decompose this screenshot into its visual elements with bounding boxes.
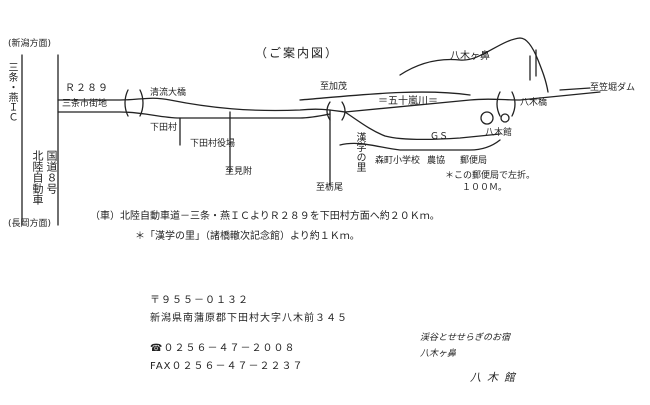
igarashi-river-label: ＝五十嵐川＝	[378, 96, 438, 107]
igarashi-river	[299, 91, 471, 101]
left-turn-note-2: １００Ｍ。	[462, 183, 508, 193]
kangaku-label: 漢学の里	[354, 132, 365, 172]
postal-code: 〒９５５－０１３２	[150, 295, 249, 306]
to-tochio-label: 至栃尾	[316, 183, 344, 193]
expressway-label: 北陸自動車	[31, 150, 44, 205]
address-line: 新潟県南蒲原郡下田村大字八木前３４５	[150, 313, 348, 324]
r289-road	[57, 91, 601, 113]
shimotamura-label: 下田村	[150, 123, 178, 133]
yagikan-map-label: 八木館	[485, 128, 513, 138]
morimachi-school-label: 森町小学校	[375, 156, 421, 166]
sanjo-city-label: 三条市街地	[62, 99, 108, 109]
yagigahana-label: 八木ヶ鼻	[450, 51, 490, 62]
seiryu-bridge-label: 清流大橋	[150, 88, 187, 98]
phone-number: ☎０２５６－４７－２００８	[150, 343, 296, 354]
directions-kangaku: ＊「漢学の里」（諸橋轍次記念館）より約１Ｋｍ。	[135, 231, 360, 242]
yagigahana-mountain	[399, 37, 549, 93]
niigata-direction-label: (新潟方面)	[8, 39, 52, 49]
left-turn-note-1: ＊この郵便局で左折。	[445, 171, 536, 181]
to-kasabori-label: 至笠堀ダム	[590, 83, 636, 93]
to-mitsuke-label: 至見附	[225, 167, 253, 177]
yagikan-marker	[480, 111, 494, 125]
fax-number: FAX０２５６－４７－２２３７	[150, 361, 304, 372]
yagi-bridge-label: 八木橋	[520, 98, 548, 108]
village-office-label: 下田村役場	[190, 139, 236, 149]
r289-label: Ｒ２８９	[65, 83, 109, 94]
nagaoka-direction-label: (長岡方面)	[8, 219, 52, 229]
gs-label: ＧＳ	[430, 132, 449, 142]
map-title: （ご案内図）	[255, 46, 340, 60]
route8-label: 国道８号	[45, 150, 58, 194]
post-office-label: 郵便局	[460, 156, 488, 166]
to-kamo-label: 至加茂	[320, 82, 348, 92]
signature-tagline: 渓谷とせせらぎのお宿	[420, 333, 511, 343]
signature-name: 八木館	[470, 371, 521, 384]
noukyou-label: 農協	[427, 156, 446, 166]
signature-place: 八木ヶ鼻	[420, 349, 457, 359]
directions-car: （車）北陸自動車道－三条・燕ＩＣよりＲ２８９を下田村方面へ約２０Ｋｍ。	[90, 211, 440, 222]
ic-label: 三条・燕ＩＣ	[6, 62, 17, 122]
